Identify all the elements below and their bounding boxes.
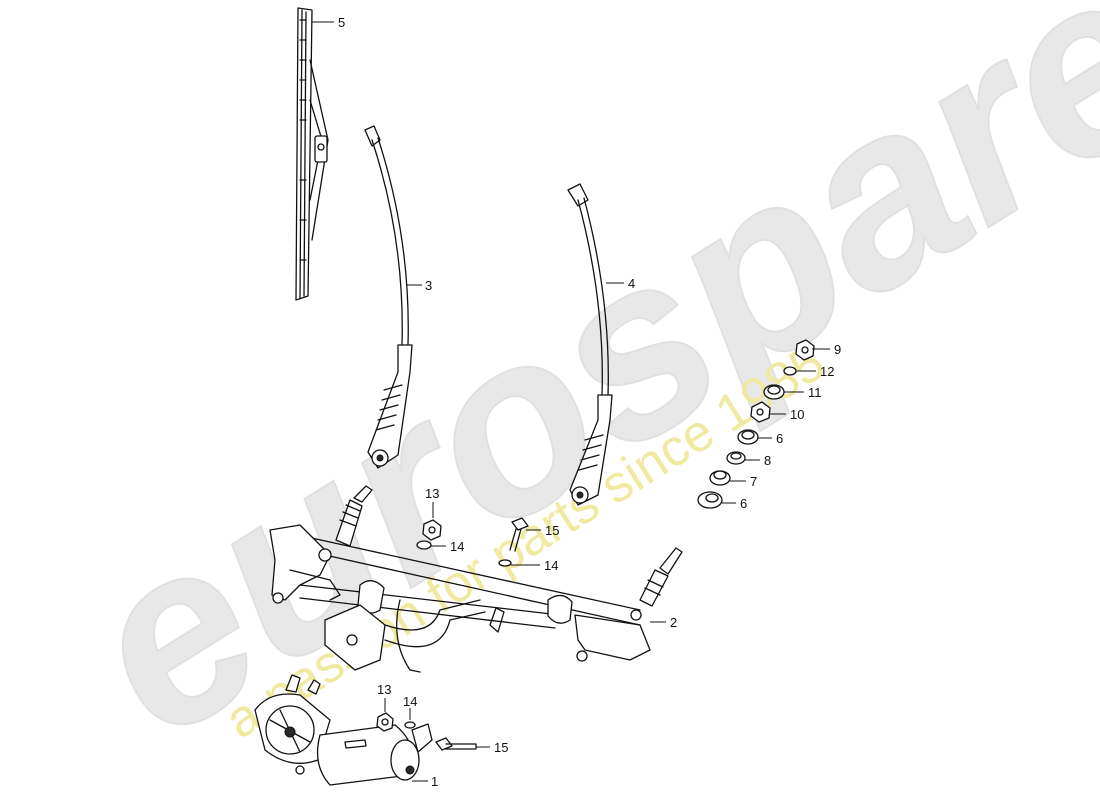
bolt-15-lower — [435, 737, 477, 751]
callout-12: 12 — [820, 364, 834, 379]
nut-10 — [750, 401, 771, 423]
callout-3: 3 — [425, 278, 432, 293]
watermark: eurospares a passion for parts since 198… — [39, 0, 1100, 791]
nut-13-lower — [376, 712, 394, 732]
wiper-blade — [295, 7, 329, 301]
callout-14-upper: 14 — [450, 539, 464, 554]
callout-1: 1 — [431, 774, 438, 789]
ring-6-lower — [697, 491, 723, 509]
callout-4: 4 — [628, 276, 635, 291]
callout-7: 7 — [750, 474, 757, 489]
wiper-arm-left — [364, 125, 413, 469]
wiper-linkage — [269, 485, 683, 673]
callout-14-lower: 14 — [403, 694, 417, 709]
ring-8 — [726, 451, 746, 465]
washer-14-lower — [404, 721, 416, 729]
leader-lines — [312, 21, 830, 782]
wiper-arm-right — [567, 183, 613, 506]
callout-labels: 5 3 4 2 1 9 12 11 10 6 8 7 6 13 14 15 14… — [338, 15, 841, 789]
callout-15-lower: 15 — [494, 740, 508, 755]
washer-14-middle — [498, 559, 512, 567]
callout-5: 5 — [338, 15, 345, 30]
callout-14-middle: 14 — [544, 558, 558, 573]
callout-11: 11 — [808, 385, 822, 400]
callout-9: 9 — [834, 342, 841, 357]
bolt-15-upper — [509, 517, 529, 552]
watermark-brand: eurospares — [40, 0, 1100, 790]
callout-13-upper: 13 — [425, 486, 439, 501]
washer-14-upper — [416, 540, 432, 550]
bushing-11 — [763, 384, 785, 400]
callout-10: 10 — [790, 407, 804, 422]
nut-9 — [795, 339, 815, 361]
washer-12 — [783, 366, 797, 376]
ring-6-upper — [737, 429, 759, 445]
callout-13-lower: 13 — [377, 682, 391, 697]
callout-15-upper: 15 — [545, 523, 559, 538]
callout-8: 8 — [764, 453, 771, 468]
nut-13-upper — [422, 519, 442, 541]
callout-6-upper: 6 — [776, 431, 783, 446]
callout-2: 2 — [670, 615, 677, 630]
callout-6-lower: 6 — [740, 496, 747, 511]
grommet-7 — [709, 470, 731, 486]
wiper-motor — [254, 674, 433, 786]
